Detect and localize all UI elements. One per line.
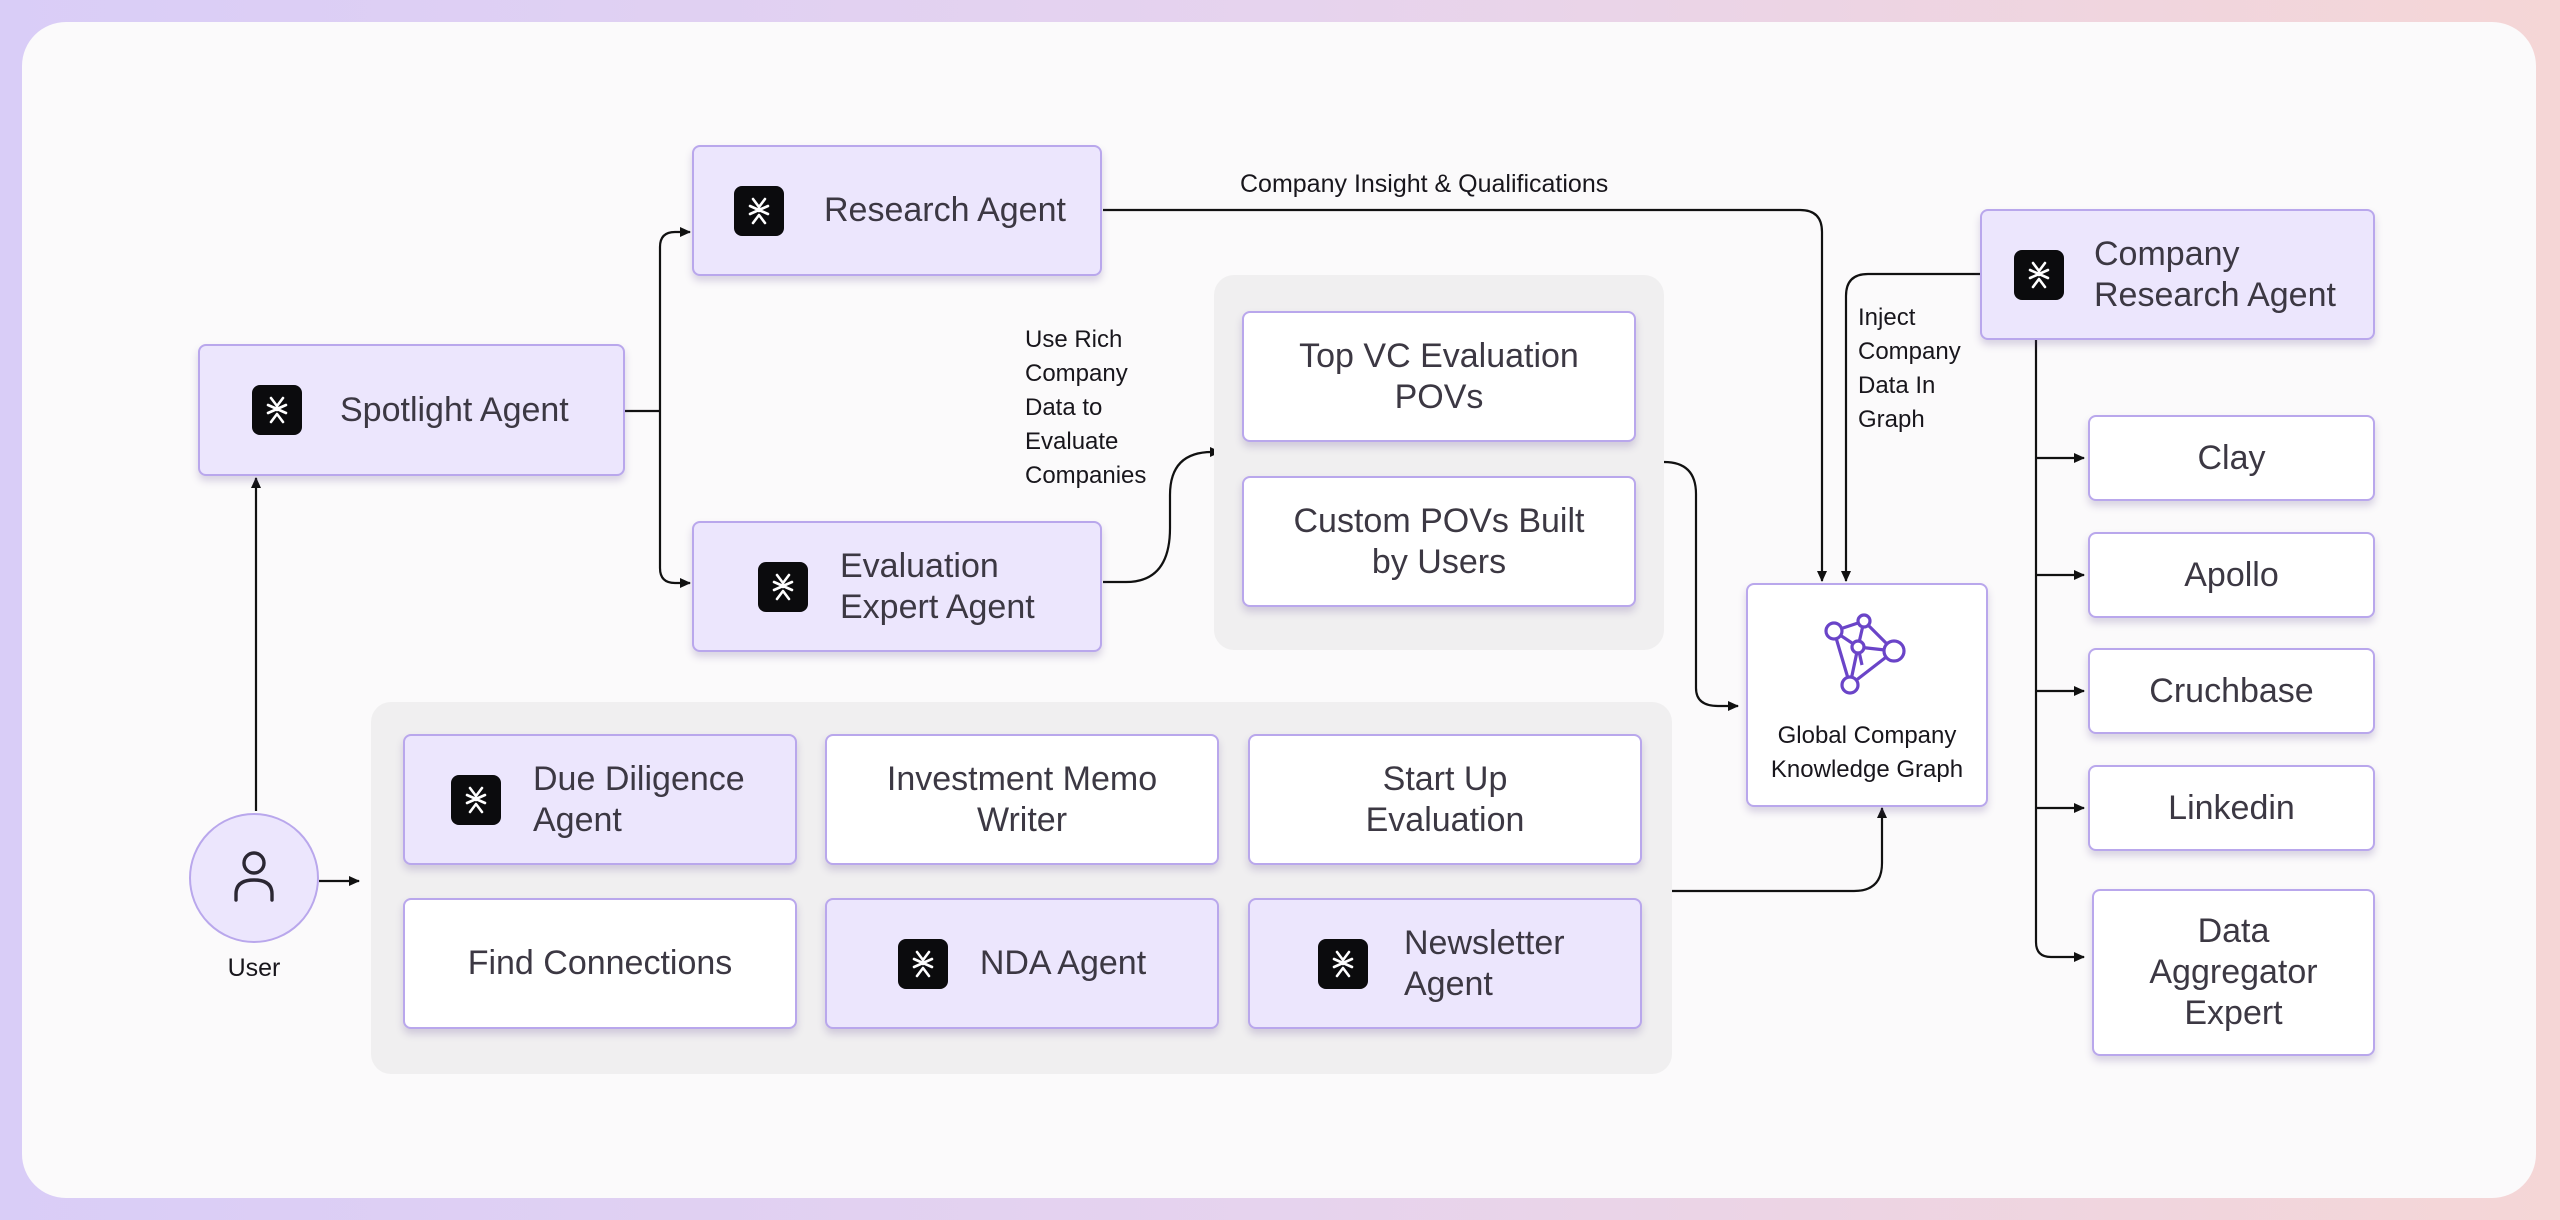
diagram-canvas: Research Agent Spotlight Agent Evaluatio… — [22, 22, 2536, 1198]
apollo-node[interactable]: Apollo — [2088, 532, 2375, 618]
research-agent-label: Research Agent — [824, 191, 1066, 230]
brand-logo-icon — [252, 385, 302, 435]
brand-logo-icon — [1318, 938, 1368, 989]
company-insight-edge-label: Company Insight & Qualifications — [1240, 170, 1609, 198]
inject-data-edge-label: Inject Company Data In Graph — [1858, 304, 1961, 433]
clay-label: Clay — [2197, 438, 2266, 477]
research-agent-node[interactable]: Research Agent — [692, 145, 1102, 276]
linkedin-node[interactable]: Linkedin — [2088, 765, 2375, 851]
user-icon — [230, 848, 278, 909]
use-rich-data-edge-label: Use Rich Company Data to Evaluate Compan… — [1025, 326, 1147, 489]
connector-lines — [251, 208, 2085, 962]
crunchbase-node[interactable]: Cruchbase — [2088, 648, 2375, 734]
apollo-label: Apollo — [2184, 555, 2279, 594]
brand-logo-icon — [734, 185, 784, 236]
brand-logo-icon — [451, 774, 501, 825]
nda-agent-node[interactable]: NDA Agent — [825, 898, 1219, 1029]
spotlight-agent-node[interactable]: Spotlight Agent — [198, 344, 625, 476]
nda-agent-label: NDA Agent — [979, 944, 1147, 983]
user-label: User — [227, 954, 281, 982]
user-node[interactable] — [189, 813, 319, 943]
find-connections-node[interactable]: Find Connections — [403, 898, 797, 1029]
brand-logo-icon — [897, 938, 948, 989]
clay-node[interactable]: Clay — [2088, 415, 2375, 501]
crunchbase-label: Cruchbase — [2149, 671, 2314, 710]
brand-logo-icon — [758, 561, 808, 612]
linkedin-label: Linkedin — [2168, 788, 2295, 827]
network-graph-icon — [1822, 609, 1912, 707]
find-connections-label: Find Connections — [467, 944, 733, 983]
spotlight-agent-label: Spotlight Agent — [340, 390, 569, 429]
brand-logo-icon — [2014, 249, 2064, 300]
